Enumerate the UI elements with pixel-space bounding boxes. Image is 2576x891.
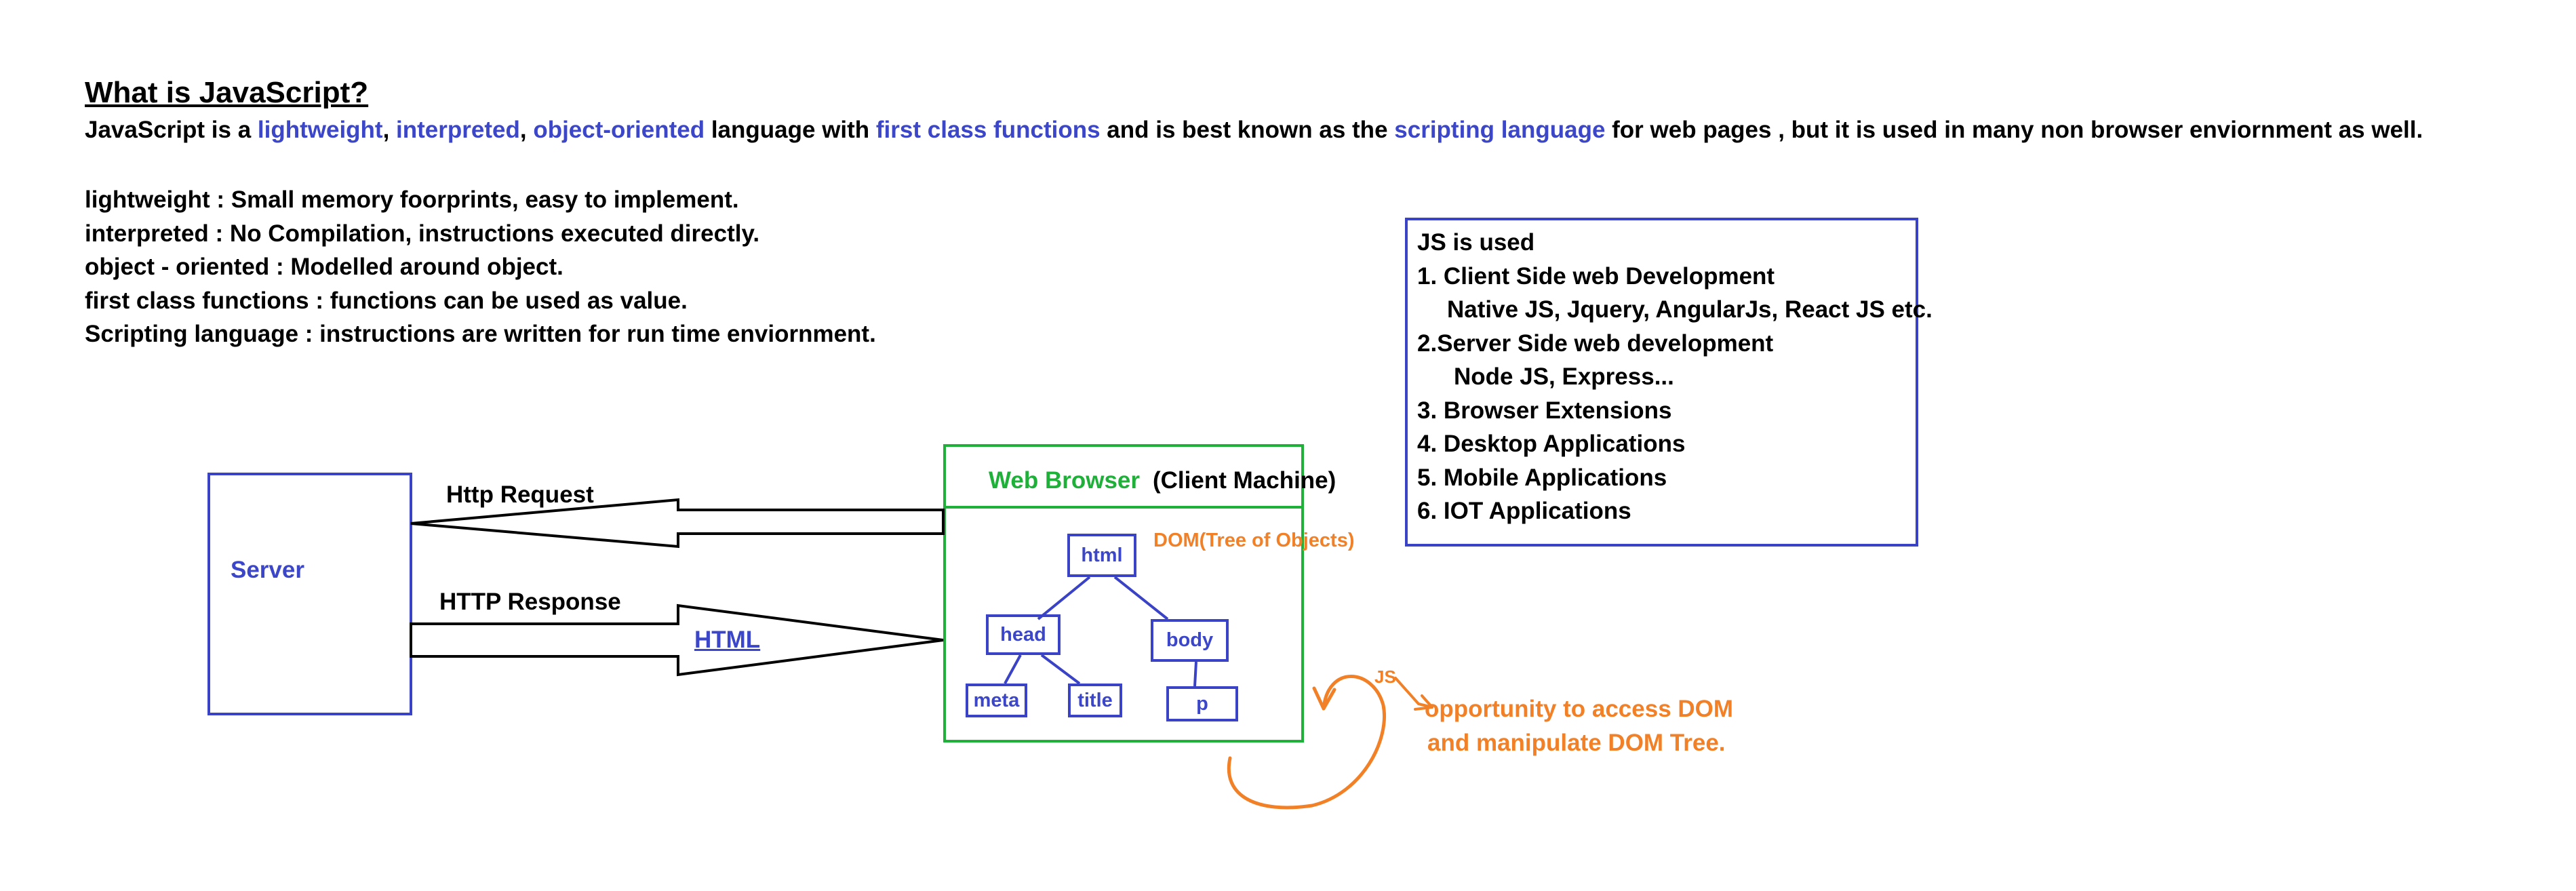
http-response-arrow [410,603,944,677]
intro-text: JavaScript is a [85,117,258,143]
http-request-label: Http Request [446,481,594,508]
intro-paragraph: JavaScript is a lightweight, interpreted… [85,117,2423,144]
js-uses-box: JS is used 1. Client Side web Developmen… [1405,218,1933,547]
term-first-class-functions: first class functions [875,117,1101,143]
web-browser-title: Web Browser [989,467,1141,494]
intro-text: language with [705,117,876,143]
definition-item: lightweight : Small memory foorprints, e… [85,186,739,213]
edge-head-title [1040,654,1081,685]
opportunity-line: opportunity to access DOM [1425,696,1734,722]
dom-node-title: title [1068,684,1122,717]
client-machine-label: (Client Machine) [1153,467,1336,494]
http-response-label: HTTP Response [439,589,621,615]
js-pointer-arrow [1394,677,1433,709]
term-interpreted: interpreted [396,117,520,143]
page-title: What is JavaScript? [85,76,369,109]
dom-label: DOM(Tree of Objects) [1153,530,1355,551]
definition-item: first class functions : functions can be… [85,287,688,314]
dom-node-p: p [1166,686,1238,721]
dom-node-html: html [1067,534,1136,577]
js-loop-arrowhead [1312,686,1336,711]
js-pointer-arrowhead [1414,694,1433,711]
intro-text: and is best known as the [1100,117,1395,143]
definition-item: object - oriented : Modelled around obje… [85,254,563,280]
js-use-subitem: Node JS, Express... [1454,363,1674,390]
server-label: Server [231,557,304,583]
js-label: JS [1374,667,1396,687]
intro-text: for web pages , but it is used in many n… [1605,117,2423,143]
term-scripting-language: scripting language [1394,117,1606,143]
js-use-item: 2.Server Side web development [1417,330,1774,357]
js-use-item: 6. IOT Applications [1417,498,1631,524]
web-browser-box [943,444,1304,742]
server-box [207,473,412,715]
js-opportunity-note: opportunity to access DOM and manipulate… [1425,692,1733,760]
term-object-oriented: object-oriented [533,117,705,143]
js-use-subitem: Native JS, Jquery, AngularJs, React JS e… [1447,296,1933,323]
intro-text: , [519,117,534,143]
definition-item: Scripting language : instructions are wr… [85,321,876,347]
js-use-item: 1. Client Side web Development [1417,262,1775,290]
definition-item: interpreted : No Compilation, instructio… [85,220,760,247]
html-payload-label: HTML [694,627,761,653]
dom-node-meta: meta [966,684,1027,717]
intro-text: , [382,117,397,143]
js-use-item: 5. Mobile Applications [1417,464,1667,491]
http-request-arrow [410,498,945,549]
js-loop-arrow [1227,675,1386,810]
edge-head-meta [1004,654,1022,684]
js-use-item: 3. Browser Extensions [1417,397,1672,424]
js-use-item: 4. Desktop Applications [1417,431,1686,457]
js-uses-heading: JS is used [1417,229,1535,256]
edge-body-p [1193,661,1197,687]
opportunity-line: and manipulate DOM Tree. [1427,730,1726,756]
dom-node-body: body [1151,619,1229,662]
term-lightweight: lightweight [257,117,383,143]
dom-node-head: head [986,614,1061,655]
browser-title-divider [943,506,1304,509]
definitions-list: lightweight : Small memory foorprints, e… [85,183,876,351]
edge-html-head [1037,576,1091,620]
edge-html-body [1113,576,1169,620]
